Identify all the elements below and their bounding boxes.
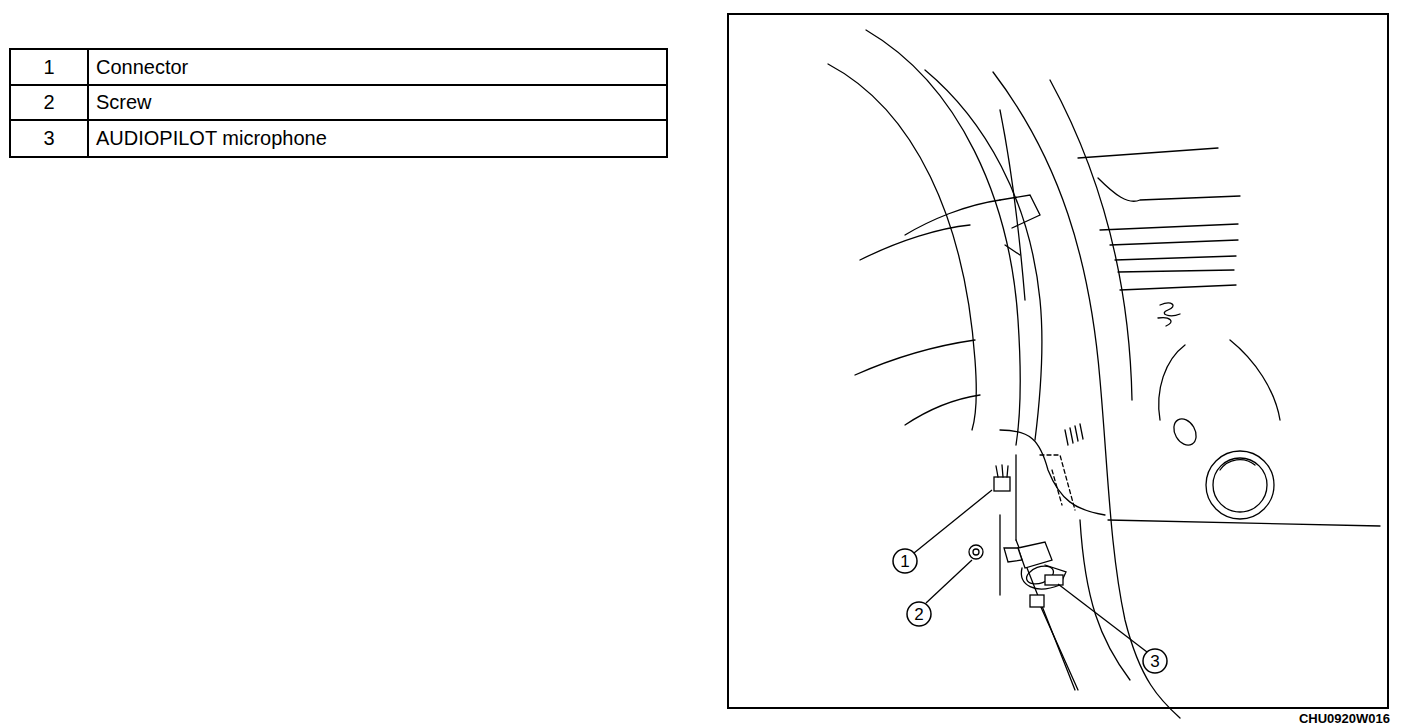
table-cell: Connector [96,57,188,77]
figure-code: CHU0920W016 [1299,712,1390,725]
parts-table-grid [10,49,667,157]
figure-frame [728,14,1388,708]
table-cell: 1 [43,57,54,77]
cockpit-drawing [828,30,1380,718]
table-cell: 2 [43,92,54,112]
leader-lines [914,490,1147,652]
callout-circles [893,549,1167,673]
callout-number: 3 [1150,653,1159,670]
table-cell: 3 [43,128,54,148]
table-cell: AUDIOPILOT microphone [96,128,327,148]
callout-number: 1 [900,553,909,570]
table-cell: Screw [96,92,152,112]
callout-number: 2 [914,606,923,623]
